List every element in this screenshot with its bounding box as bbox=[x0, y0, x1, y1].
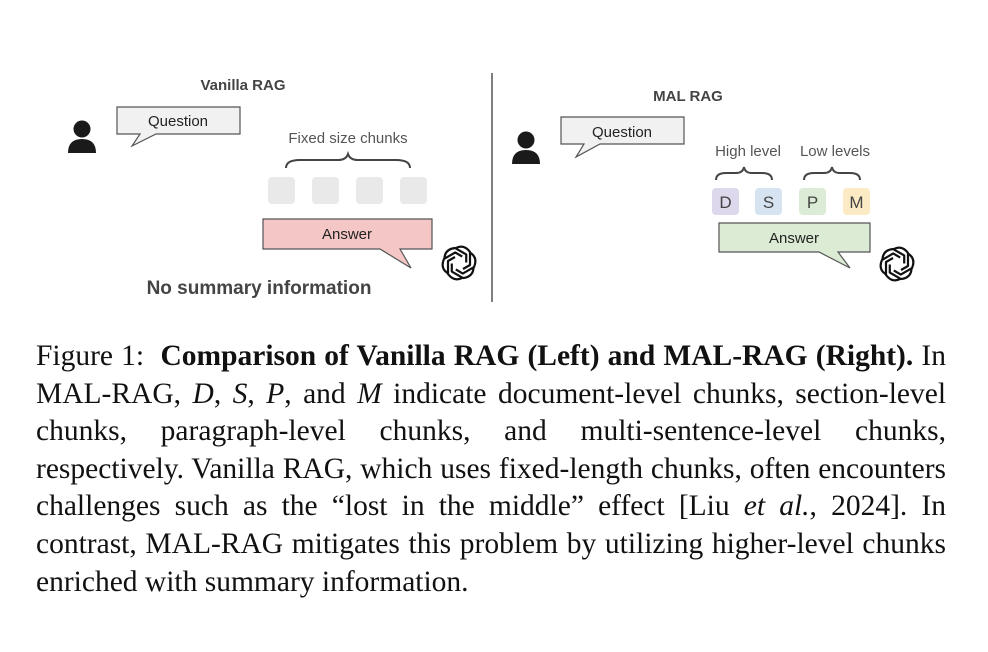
high-level-brace bbox=[715, 166, 773, 181]
var-s: S bbox=[232, 377, 248, 410]
chunk-m: M bbox=[843, 188, 870, 215]
right-panel-mal-rag: MAL RAG Question High level Low levels D… bbox=[512, 88, 915, 282]
user-icon bbox=[68, 120, 96, 153]
question-label: Question bbox=[148, 113, 208, 130]
chunk-m-label: M bbox=[849, 193, 863, 212]
question-label: Question bbox=[592, 124, 652, 141]
chunk-s-label: S bbox=[763, 193, 774, 212]
answer-bubble-left: Answer bbox=[262, 218, 433, 269]
chunk-d: D bbox=[712, 188, 739, 215]
openai-logo-icon bbox=[879, 246, 915, 282]
high-level-label: High level bbox=[715, 143, 781, 160]
right-panel-title: MAL RAG bbox=[653, 88, 723, 105]
caption-text: , bbox=[247, 377, 255, 410]
no-summary-label: No summary information bbox=[147, 278, 372, 299]
low-levels-label: Low levels bbox=[800, 143, 870, 160]
chunks-brace bbox=[285, 150, 411, 169]
chunk-p-label: P bbox=[807, 193, 818, 212]
fixed-chunk bbox=[268, 177, 295, 204]
var-d: D bbox=[192, 377, 214, 410]
caption-text: , 2024]. In contrast, MAL-RAG mitigates … bbox=[36, 490, 946, 598]
figure-caption: Figure 1: Comparison of Vanilla RAG (Lef… bbox=[36, 338, 946, 601]
question-bubble: Question bbox=[116, 106, 241, 148]
fixed-chunk bbox=[356, 177, 383, 204]
left-panel-title: Vanilla RAG bbox=[200, 77, 285, 94]
answer-label: Answer bbox=[322, 226, 372, 243]
var-p: P bbox=[266, 377, 285, 410]
fixed-chunk bbox=[400, 177, 427, 204]
caption-bold-title: Comparison of Vanilla RAG (Left) and MAL… bbox=[160, 340, 914, 372]
fixed-chunks-label: Fixed size chunks bbox=[288, 130, 407, 147]
caption-text: , and bbox=[284, 377, 346, 410]
answer-bubble-right: Answer bbox=[718, 222, 871, 269]
low-levels-brace bbox=[803, 166, 861, 181]
figure-1-diagram: Vanilla RAG Question Fixed size chunks A… bbox=[68, 73, 915, 302]
fixed-chunk bbox=[312, 177, 339, 204]
fixed-chunks bbox=[268, 177, 427, 204]
answer-label: Answer bbox=[769, 230, 819, 247]
caption-text: , bbox=[213, 377, 222, 410]
chunk-d-label: D bbox=[719, 193, 731, 212]
question-bubble: Question bbox=[560, 116, 685, 159]
chunk-s: S bbox=[755, 188, 782, 215]
var-m: M bbox=[357, 377, 382, 410]
openai-logo-icon bbox=[441, 245, 477, 281]
caption-text: indicate document-level chunks, section-… bbox=[36, 377, 947, 523]
citation-etal: et al. bbox=[743, 490, 810, 523]
chunk-p: P bbox=[799, 188, 826, 215]
caption-text: In MAL-RAG, bbox=[36, 340, 946, 410]
user-icon bbox=[512, 131, 540, 164]
left-panel-vanilla-rag: Vanilla RAG Question Fixed size chunks A… bbox=[68, 77, 477, 299]
figure-label: Figure 1: bbox=[36, 340, 145, 372]
